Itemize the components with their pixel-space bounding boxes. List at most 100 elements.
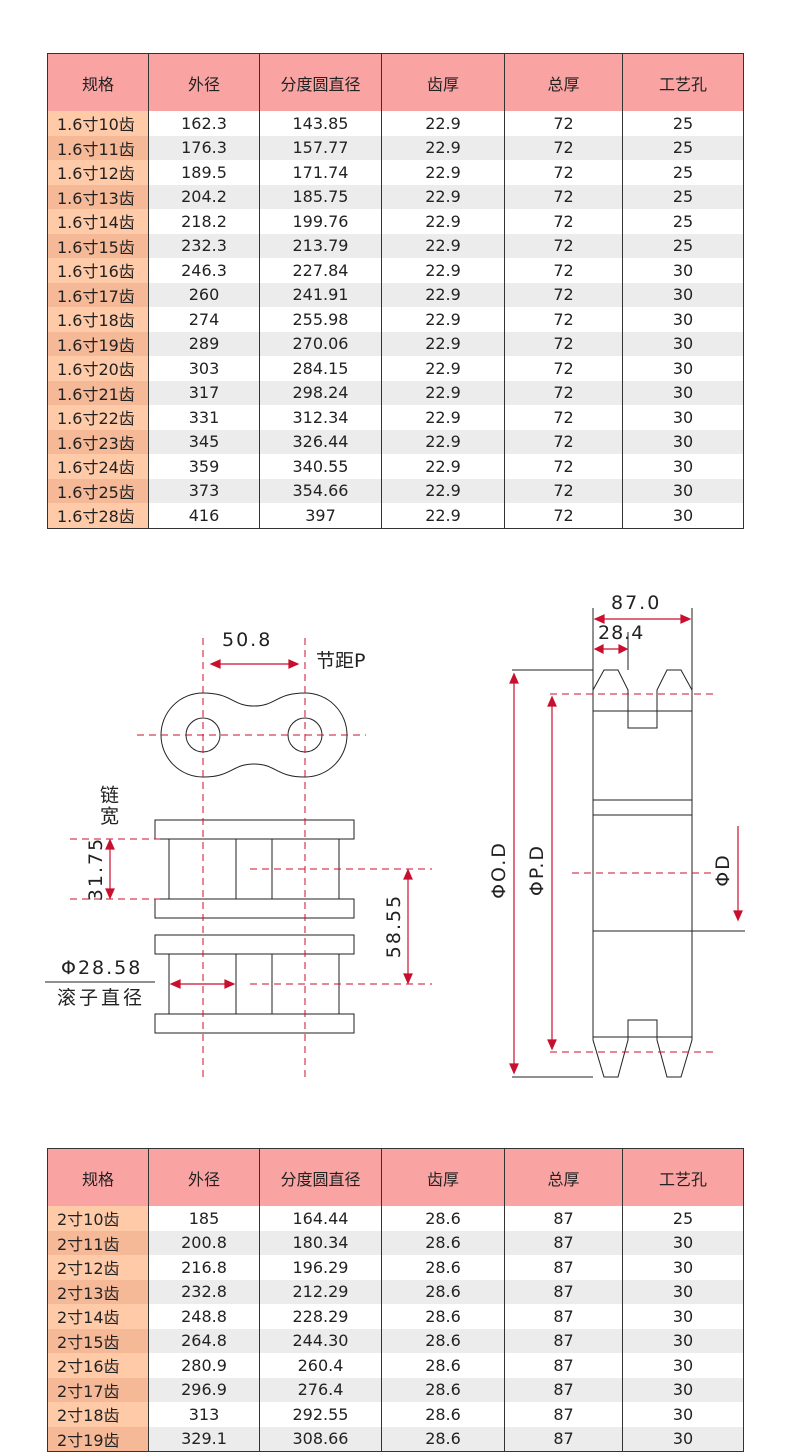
cell-tooth-thickness: 28.6 (381, 1255, 505, 1280)
roller-diameter-value-label: Φ28.58 (61, 957, 142, 979)
tooth-thickness-arrow-right (618, 644, 629, 654)
cell-tooth-thickness: 22.9 (381, 111, 505, 136)
table-header-row: 规格 外径 分度圆直径 齿厚 总厚 工艺孔 (47, 53, 744, 111)
cell-process-hole: 30 (622, 258, 744, 283)
cell-process-hole: 30 (622, 1328, 744, 1353)
cell-pitch-diameter: 312.34 (259, 405, 382, 430)
cell-outer-diameter: 248.8 (148, 1304, 260, 1329)
cell-outer-diameter: 200.8 (148, 1230, 260, 1255)
total-thickness-arrow-right (680, 614, 692, 624)
outer-diameter-label: ΦO.D (488, 841, 510, 899)
pitch-arrow-right (288, 659, 300, 669)
cell-total-thickness: 72 (504, 307, 623, 332)
cell-total-thickness: 72 (504, 233, 623, 258)
cell-pitch-diameter: 292.55 (259, 1402, 382, 1427)
cell-process-hole: 30 (622, 331, 744, 356)
cell-outer-diameter: 162.3 (148, 111, 260, 136)
cell-total-thickness: 87 (504, 1279, 623, 1304)
cell-total-thickness: 72 (504, 478, 623, 503)
cell-total-thickness: 72 (504, 160, 623, 185)
outer-plate-top (154, 819, 355, 840)
cell-tooth-thickness: 22.9 (381, 454, 505, 479)
cell-spec: 2寸16齿 (47, 1353, 149, 1378)
cell-spec: 2寸15齿 (47, 1328, 149, 1353)
cell-outer-diameter: 218.2 (148, 209, 260, 234)
cell-pitch-diameter: 228.29 (259, 1304, 382, 1329)
cell-tooth-thickness: 22.9 (381, 160, 505, 185)
cell-process-hole: 25 (622, 1206, 744, 1231)
cell-pitch-diameter: 241.91 (259, 282, 382, 307)
roller-diameter-label: 滚子直径 (57, 987, 145, 1009)
header-spec: 规格 (47, 1148, 149, 1206)
cell-process-hole: 30 (622, 478, 744, 503)
cell-total-thickness: 72 (504, 503, 623, 528)
cell-process-hole: 25 (622, 233, 744, 258)
cell-total-thickness: 72 (504, 331, 623, 356)
cell-outer-diameter: 331 (148, 405, 260, 430)
cell-total-thickness: 72 (504, 282, 623, 307)
cell-tooth-thickness: 22.9 (381, 503, 505, 528)
total-thickness-value-label: 87.0 (611, 592, 661, 614)
cell-outer-diameter: 329.1 (148, 1426, 260, 1452)
cell-total-thickness: 72 (504, 184, 623, 209)
cell-tooth-thickness: 22.9 (381, 380, 505, 405)
cell-tooth-thickness: 22.9 (381, 209, 505, 234)
cell-total-thickness: 72 (504, 405, 623, 430)
header-spec: 规格 (47, 53, 149, 111)
row-spacing-value-label: 58.55 (383, 894, 405, 958)
cell-tooth-thickness: 22.9 (381, 233, 505, 258)
cell-pitch-diameter: 244.30 (259, 1328, 382, 1353)
cell-spec: 2寸11齿 (47, 1230, 149, 1255)
header-tooth-thickness: 齿厚 (381, 1148, 505, 1206)
pitch-value-label: 50.8 (222, 629, 272, 651)
cell-pitch-diameter: 171.74 (259, 160, 382, 185)
cell-tooth-thickness: 22.9 (381, 429, 505, 454)
cell-pitch-diameter: 157.77 (259, 135, 382, 160)
cell-spec: 1.6寸16齿 (47, 258, 149, 283)
cell-outer-diameter: 246.3 (148, 258, 260, 283)
cell-outer-diameter: 216.8 (148, 1255, 260, 1280)
cell-process-hole: 30 (622, 429, 744, 454)
cell-outer-diameter: 274 (148, 307, 260, 332)
tooth-thickness-value-label: 28.4 (598, 622, 644, 644)
cell-tooth-thickness: 22.9 (381, 258, 505, 283)
cell-tooth-thickness: 22.9 (381, 331, 505, 356)
pitch-arrow-left (209, 659, 221, 669)
cell-outer-diameter: 280.9 (148, 1353, 260, 1378)
inner-width-arrow-bottom (105, 888, 115, 900)
cell-process-hole: 30 (622, 405, 744, 430)
cell-pitch-diameter: 185.75 (259, 184, 382, 209)
cell-process-hole: 25 (622, 184, 744, 209)
bore-diameter-label: ΦD (712, 853, 734, 887)
cell-total-thickness: 87 (504, 1426, 623, 1452)
cell-pitch-diameter: 255.98 (259, 307, 382, 332)
cell-spec: 1.6寸21齿 (47, 380, 149, 405)
od-arrow-top (509, 672, 519, 684)
cell-tooth-thickness: 28.6 (381, 1377, 505, 1402)
cell-spec: 1.6寸22齿 (47, 405, 149, 430)
header-process-hole: 工艺孔 (622, 53, 744, 111)
cell-spec: 1.6寸23齿 (47, 429, 149, 454)
cell-spec: 1.6寸11齿 (47, 135, 149, 160)
cell-total-thickness: 87 (504, 1402, 623, 1427)
cell-process-hole: 30 (622, 307, 744, 332)
cell-total-thickness: 72 (504, 135, 623, 160)
header-total-thickness: 总厚 (504, 53, 623, 111)
cell-total-thickness: 72 (504, 429, 623, 454)
